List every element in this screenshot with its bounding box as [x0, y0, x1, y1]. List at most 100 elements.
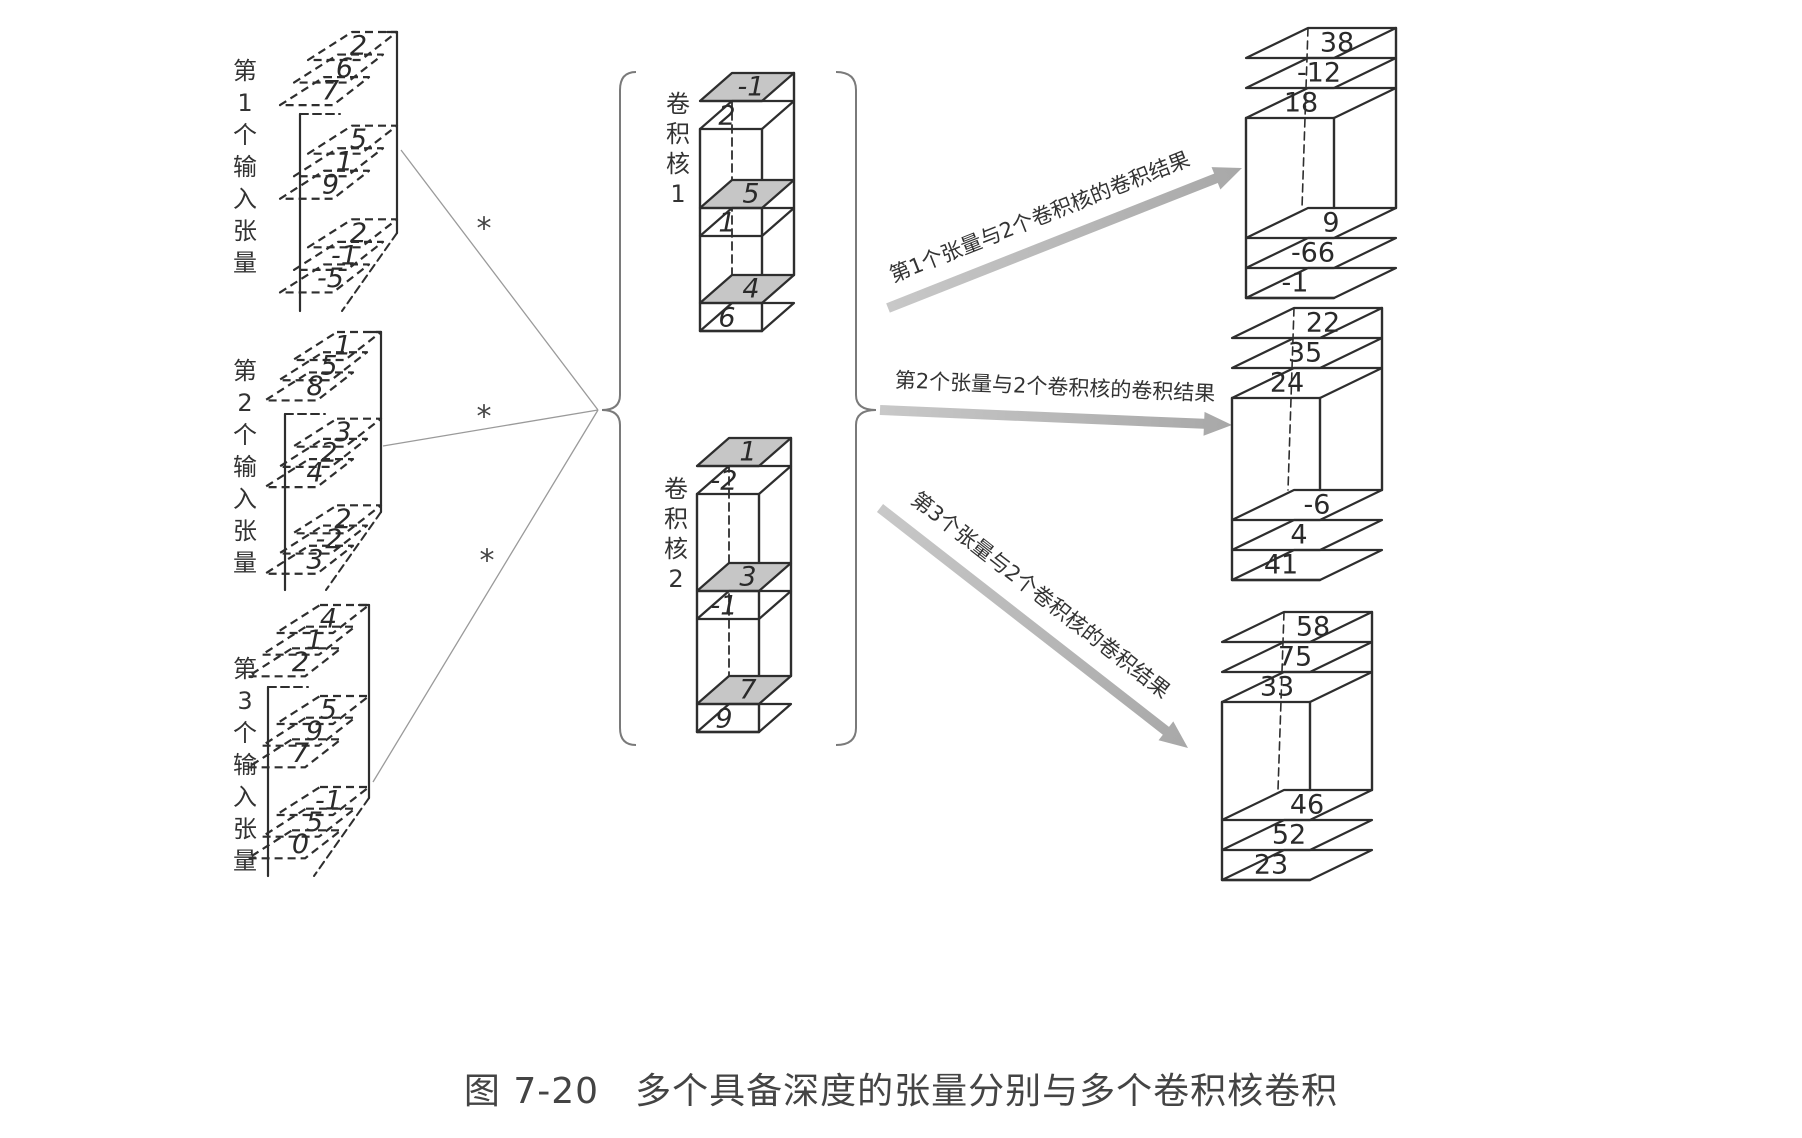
output-slice [1220, 670, 1374, 704]
input-label-char: 第 [233, 57, 257, 85]
arrow-1: 第1个张量与2个卷积核的卷积结果 [886, 147, 1243, 313]
arrow-label: 第1个张量与2个卷积核的卷积结果 [886, 147, 1193, 287]
output-value: -1 [1282, 268, 1309, 299]
connector-line [400, 149, 599, 411]
input-slice [278, 76, 371, 107]
kernel-slice [695, 702, 793, 734]
input-slice [246, 738, 343, 769]
kernel-value: -2 [711, 466, 738, 497]
output-value: 18 [1284, 88, 1318, 119]
output-value: 22 [1306, 308, 1340, 339]
input-slice [246, 647, 343, 678]
kernel-slice [698, 301, 796, 333]
arrow-2: 第2个张量与2个卷积核的卷积结果 [879, 368, 1233, 436]
kernel-value: -1 [738, 72, 765, 103]
output-value: -12 [1297, 58, 1341, 89]
input-label-char: 输 [233, 153, 257, 181]
right-brace [835, 71, 877, 746]
input-label-char: 2 [237, 389, 252, 417]
arrow-shape [876, 504, 1189, 749]
input-value: 0 [292, 829, 309, 860]
input-value: 3 [306, 544, 323, 575]
input-slice [306, 30, 399, 62]
output-value: 41 [1264, 550, 1298, 581]
input-slice [292, 240, 385, 271]
output-hidden-edge [1277, 611, 1285, 791]
input-label-char: 第 [233, 655, 257, 683]
output-slice [1220, 848, 1374, 882]
input-value: -1 [315, 786, 342, 817]
output-hidden-edge [1287, 307, 1295, 491]
input-label-char: 输 [233, 453, 257, 481]
kernel-value: 3 [739, 562, 756, 593]
input-label-char: 3 [237, 687, 252, 715]
input-label-char: 量 [233, 847, 257, 875]
input-value: 7 [292, 738, 309, 769]
input-label-char: 个 [233, 719, 257, 747]
input-value: 5 [320, 351, 337, 382]
tensor-edge [325, 511, 382, 591]
kernel-value: 5 [742, 179, 759, 210]
input-slice [263, 458, 355, 489]
output-value: -6 [1304, 490, 1331, 521]
kernel-label-char: 2 [668, 565, 683, 593]
kernel-label-char: 卷 [664, 475, 688, 503]
input-label-char: 张 [233, 517, 257, 545]
arrow-body [886, 167, 1243, 313]
input-slice [306, 124, 399, 155]
arrow-body [879, 405, 1233, 436]
input-value: 7 [322, 76, 339, 107]
input-label-char: 输 [233, 751, 257, 779]
input-slice [263, 371, 355, 402]
output-value: 33 [1260, 672, 1294, 703]
input-slice [260, 716, 357, 747]
input-slice [260, 807, 357, 838]
output-value: 23 [1254, 850, 1288, 881]
kernel-slice [698, 99, 796, 131]
input-slice [274, 603, 371, 635]
output-slice [1244, 206, 1398, 240]
input-value: -1 [331, 240, 358, 271]
input-slice [277, 351, 369, 382]
kernel-value: 6 [718, 303, 735, 334]
output-hidden-edge [1301, 27, 1309, 209]
caption-title: 多个具备深度的张量分别与多个卷积核卷积 [635, 1071, 1339, 1112]
output-value: 4 [1290, 520, 1307, 551]
input-slice [291, 417, 383, 448]
input-value: 3 [334, 417, 351, 448]
input-slice [291, 330, 383, 362]
kernel-value: 1 [739, 437, 756, 468]
output-value: 35 [1288, 338, 1322, 369]
arrow-3: 第3个张量与2个卷积核的卷积结果 [876, 487, 1189, 749]
output-value: 9 [1322, 208, 1339, 239]
input-slice [278, 263, 371, 294]
output-slice [1244, 86, 1398, 120]
output-slice [1230, 548, 1384, 582]
kernel-value: 4 [742, 274, 759, 305]
input-value: 9 [322, 169, 339, 200]
input-value: 2 [320, 437, 337, 468]
output-value: 46 [1290, 790, 1324, 821]
input-slice [246, 829, 343, 860]
input-value: -2 [316, 524, 343, 555]
kernel-value: 9 [715, 704, 732, 735]
kernel-slice [698, 206, 796, 238]
tensor-edge [341, 232, 398, 312]
output-value: 24 [1270, 368, 1304, 399]
input-value: 2 [334, 504, 351, 535]
output-value: 58 [1296, 612, 1330, 643]
input-slice [278, 169, 371, 200]
kernel-value: -1 [711, 591, 738, 622]
input-slice [277, 524, 369, 555]
output-value: 38 [1320, 28, 1354, 59]
kernel-label-char: 核 [664, 535, 688, 563]
